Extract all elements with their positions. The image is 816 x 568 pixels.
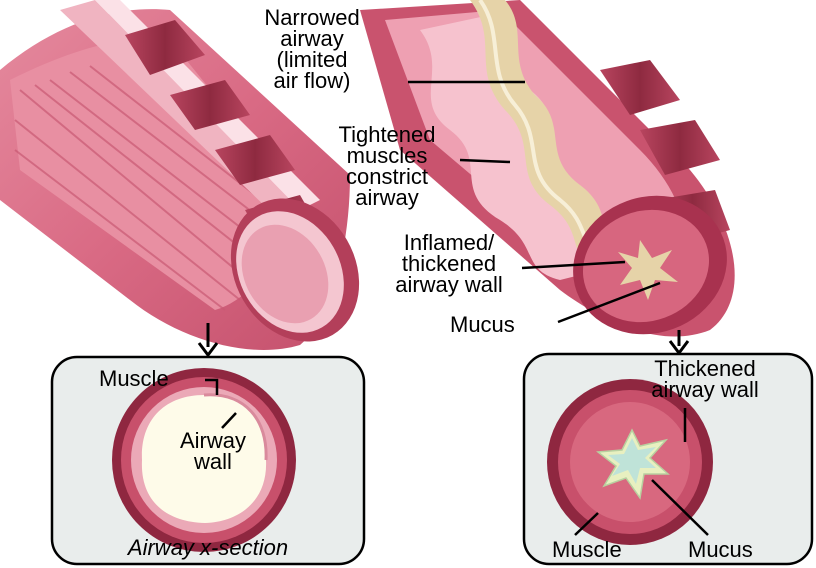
label-narrowed-airway: Narrowed airway (limited air flow) xyxy=(222,7,402,91)
label-airway-x-section: Airway x-section xyxy=(52,537,364,558)
label-tightened-muscles: Tightened muscles constrict airway xyxy=(302,124,472,208)
label-muscle-right: Muscle xyxy=(552,539,622,560)
label-thickened-wall-right: Thickened airway wall xyxy=(615,358,795,400)
label-muscle-left: Muscle xyxy=(99,368,169,389)
label-mucus-right: Mucus xyxy=(688,539,753,560)
label-airway-wall-left: Airway wall xyxy=(153,430,273,472)
label-mucus-top: Mucus xyxy=(450,314,515,335)
label-inflamed-wall: Inflamed/ thickened airway wall xyxy=(374,232,524,295)
